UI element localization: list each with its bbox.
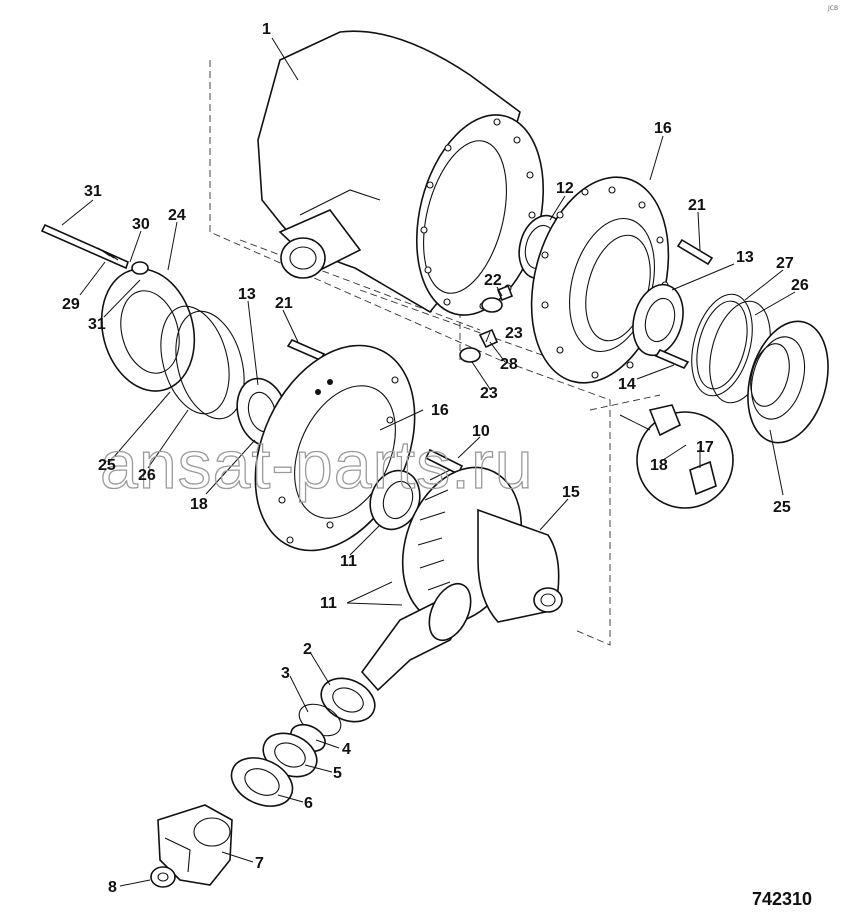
callout-23-upper: 23 <box>505 325 523 342</box>
callout-26-right: 27 <box>776 255 794 272</box>
callout-29: 31 <box>84 183 102 200</box>
callout-11: 11 <box>320 595 337 612</box>
callout-12-left: 11 <box>340 553 357 570</box>
callout-23-lower: 23 <box>480 385 498 402</box>
callout-2: 2 <box>303 641 312 658</box>
callout-22: 22 <box>484 272 502 289</box>
callout-30: 30 <box>132 216 150 233</box>
pinion-bearing <box>320 677 376 723</box>
end-cover-left <box>100 268 196 392</box>
callout-16-right: 16 <box>654 120 672 137</box>
callout-25-right: 26 <box>791 277 809 294</box>
callout-7: 7 <box>255 855 264 872</box>
callout-24-right: 25 <box>773 499 791 516</box>
callout-13-right: 13 <box>736 249 754 266</box>
callout-17: 17 <box>696 439 714 456</box>
callout-18-right: 18 <box>650 457 668 474</box>
callout-labels: 1 16 12 21 13 27 26 31 30 24 29 31 13 21… <box>62 21 809 896</box>
detail-view-circle <box>619 404 734 509</box>
dowel-pins-right <box>654 238 714 369</box>
callout-26-left: 26 <box>138 467 156 484</box>
callout-13-left: 13 <box>238 286 256 303</box>
pinion-shaft <box>360 582 472 692</box>
crown-wheel-differential <box>401 466 563 624</box>
callout-5: 5 <box>333 765 342 782</box>
callout-24-left: 24 <box>168 207 186 224</box>
axle-housing <box>257 30 545 316</box>
dowel-pin-left <box>286 338 326 362</box>
leader-lines <box>61 37 796 887</box>
callout-14: 14 <box>618 376 636 393</box>
watermark: ansat-parts.ru <box>100 427 534 503</box>
seal-rings-left <box>160 305 245 420</box>
yoke-nut <box>150 866 176 888</box>
drive-yoke <box>157 804 233 886</box>
callout-21-left: 21 <box>275 295 293 312</box>
callout-28: 29 <box>62 296 80 313</box>
bolts-and-washers <box>459 284 514 363</box>
callout-27: 28 <box>500 356 518 373</box>
callout-8: 8 <box>108 879 117 896</box>
reference-number: 742310 <box>752 889 812 909</box>
callout-1: 1 <box>262 21 271 38</box>
callout-10: 10 <box>472 423 490 440</box>
callout-12-right: 12 <box>556 180 574 197</box>
oil-seal <box>230 757 294 807</box>
callout-3: 3 <box>281 665 290 682</box>
corner-mark: JCB <box>827 5 838 12</box>
callout-18-left: 18 <box>190 496 208 513</box>
callout-6: 6 <box>304 795 313 812</box>
callout-21-right: 21 <box>688 197 706 214</box>
adjusting-nut-right <box>632 283 684 357</box>
end-cover-right <box>747 320 829 444</box>
callout-31: 31 <box>88 316 106 333</box>
callout-15: 15 <box>562 484 580 501</box>
callout-25-left: 25 <box>98 457 116 474</box>
callout-4: 4 <box>342 741 351 758</box>
breather-assembly <box>40 223 149 275</box>
callout-16-left: 16 <box>431 402 449 419</box>
